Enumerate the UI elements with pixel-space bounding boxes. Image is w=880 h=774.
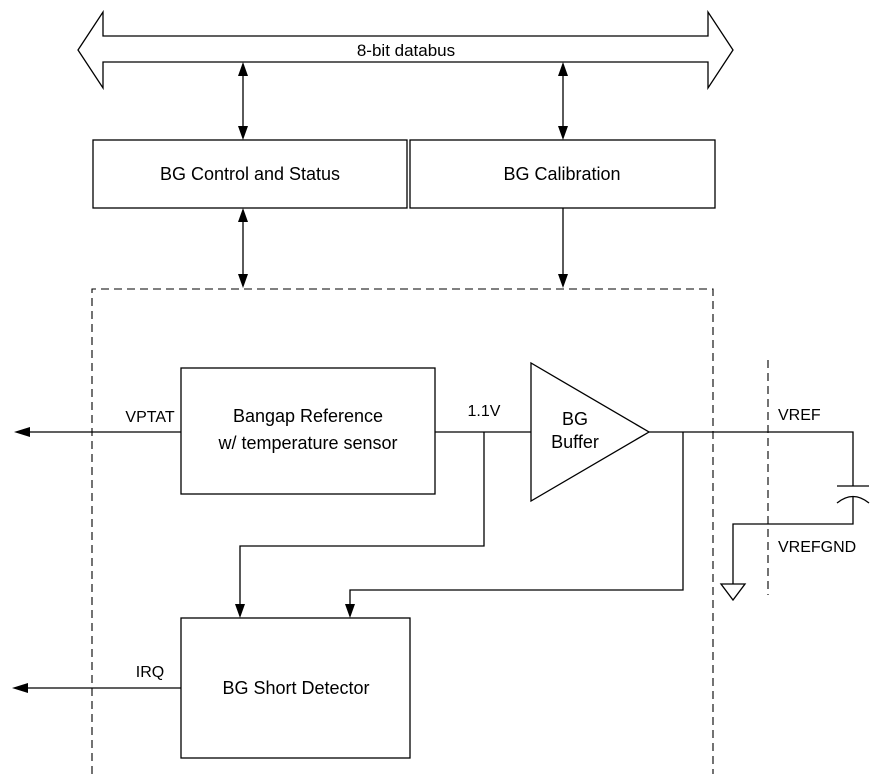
- v11-to-detector-link: [235, 432, 485, 618]
- bandgap-label-line2: w/ temperature sensor: [217, 433, 397, 453]
- calibration-analog-link: [558, 208, 568, 288]
- vref-line: [649, 431, 854, 486]
- analog-region-boundary: [91, 288, 714, 774]
- irq-label: IRQ: [136, 664, 164, 681]
- vref-label: VREF: [778, 407, 821, 424]
- bus-control-link: [238, 62, 248, 140]
- short-detector-label: BG Short Detector: [222, 678, 369, 698]
- control-analog-link: [238, 208, 248, 288]
- vrefgnd-label: VREFGND: [778, 539, 856, 556]
- vptat-label: VPTAT: [125, 409, 174, 426]
- capacitor-symbol: [732, 485, 870, 584]
- calibration-label: BG Calibration: [503, 164, 620, 184]
- databus-arrow: [77, 9, 734, 91]
- vptat-output: [14, 427, 181, 437]
- buffer-label-line1: BG: [562, 409, 588, 429]
- v11-label: 1.1V: [468, 403, 501, 420]
- bus-calibration-link: [558, 62, 568, 140]
- control-status-block: [92, 139, 408, 209]
- calibration-block: [409, 139, 716, 209]
- control-status-label: BG Control and Status: [160, 164, 340, 184]
- buffer-label-line2: Buffer: [551, 432, 599, 452]
- short-detector-block: [180, 617, 411, 759]
- bandgap-reference-block: [180, 367, 436, 495]
- buffer-to-detector-link: [345, 432, 684, 618]
- bandgap-label-line1: Bangap Reference: [233, 406, 383, 426]
- bg-buffer: [530, 361, 651, 503]
- ground-icon: [719, 583, 747, 602]
- irq-output: [12, 683, 181, 693]
- databus-label: 8-bit databus: [357, 41, 455, 60]
